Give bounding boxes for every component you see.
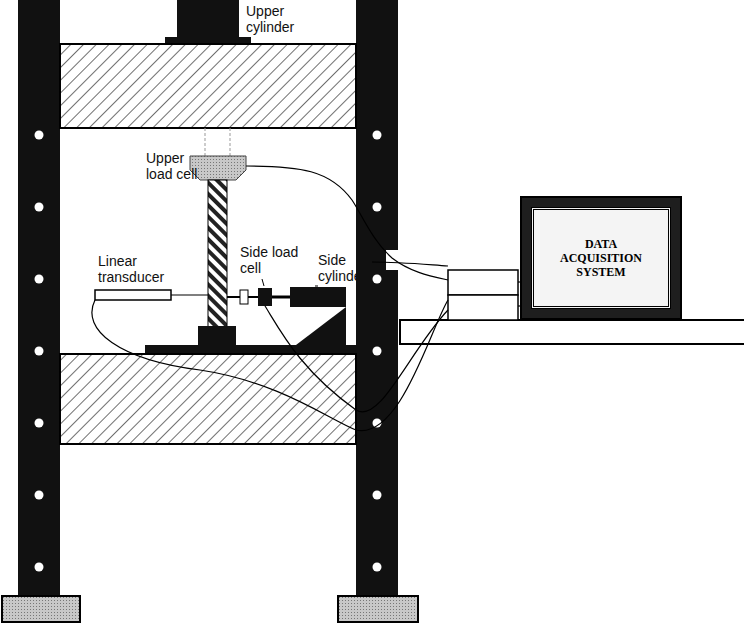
column-hole: [35, 419, 44, 428]
column-hole: [35, 203, 44, 212]
frame-foot: [2, 596, 418, 622]
screen-face: DATA ACQUISITION SYSTEM: [531, 207, 671, 309]
column-hole: [35, 491, 44, 500]
side-load-cell: [227, 288, 290, 306]
column-hole: [35, 131, 44, 140]
bench: [400, 320, 744, 344]
screen-text: DATA ACQUISITION SYSTEM: [549, 237, 653, 279]
column-hole: [373, 203, 382, 212]
column-hole: [35, 563, 44, 572]
part-label: Upper load cell: [146, 150, 212, 182]
specimen-column: [208, 180, 227, 330]
upper-cylinder: [165, 0, 251, 44]
part-label: Upper cylinder: [246, 3, 316, 35]
column-hole: [373, 491, 382, 500]
linear-transducer: [95, 290, 208, 300]
piston-rod: [205, 128, 230, 156]
part-label: Side cylinder: [318, 252, 378, 284]
side-cylinder: [290, 287, 346, 345]
interface-box: [448, 270, 518, 320]
column-hole: [373, 347, 382, 356]
column-hole: [373, 131, 382, 140]
leader-line: [262, 279, 318, 286]
part-label: Linear transducer: [98, 253, 178, 285]
column-hole: [373, 275, 382, 284]
column-holes: [35, 131, 382, 572]
cable: [92, 166, 522, 431]
frame-column: [18, 0, 398, 596]
upper-crossbeam: [60, 44, 356, 128]
column-hole: [35, 275, 44, 284]
column-hole: [35, 347, 44, 356]
upper-load-cell: [190, 156, 246, 180]
lower-crossbeam: [60, 354, 356, 444]
monitor-screen: DATA ACQUISITION SYSTEM: [520, 196, 682, 320]
part-label: Side load cell: [240, 244, 304, 276]
column-hole: [373, 563, 382, 572]
